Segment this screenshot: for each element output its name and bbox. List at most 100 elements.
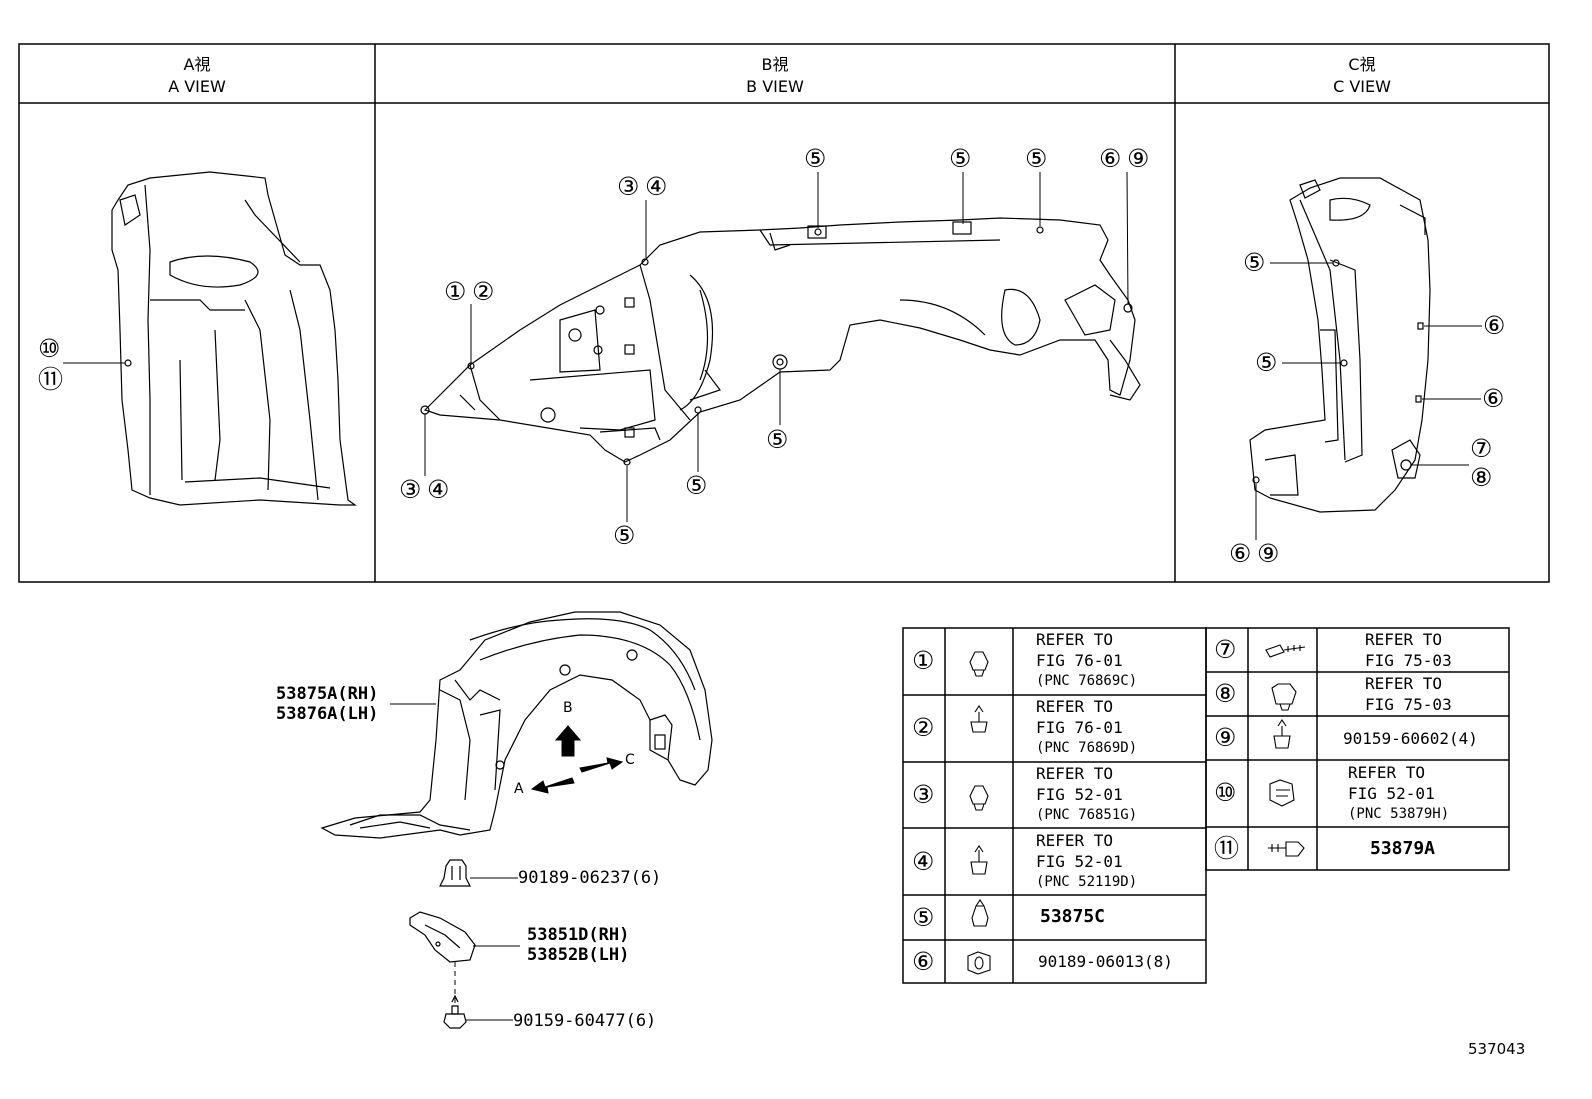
legend-desc-3-line-2: FIG 52-01 bbox=[1036, 785, 1123, 804]
clip-icon-5 bbox=[971, 899, 989, 927]
a-view-header: A視 A VIEW bbox=[19, 54, 375, 98]
callout-2: ② bbox=[472, 277, 495, 306]
callout-4: ④ bbox=[427, 475, 450, 504]
legend-desc-1-line-1: REFER TO bbox=[1036, 630, 1114, 649]
screw-part-number: 90159-60477(6) bbox=[513, 1011, 657, 1031]
legend-desc-3-line-3: (PNC 76851G) bbox=[1036, 807, 1138, 823]
legend-desc-10-line-1: REFER TO bbox=[1348, 763, 1426, 782]
callout-9: ⑨ bbox=[1257, 539, 1280, 568]
legend-num-6: ⑥ bbox=[912, 947, 935, 976]
arrow-b-label: B bbox=[563, 700, 573, 716]
bracket-drawing bbox=[409, 911, 476, 963]
callout-5: ⑤ bbox=[1243, 248, 1266, 277]
callout-5: ⑤ bbox=[1255, 348, 1278, 377]
legend-desc-4-line-1: REFER TO bbox=[1036, 831, 1114, 850]
callout-5: ⑤ bbox=[1025, 144, 1048, 173]
legend-desc-2-line-2: FIG 76-01 bbox=[1036, 718, 1123, 737]
callout-7: ⑦ bbox=[1470, 434, 1493, 463]
c-view-liner-drawing bbox=[1249, 177, 1431, 513]
legend-desc-8-line-2: FIG 75-03 bbox=[1365, 695, 1452, 714]
legend-desc-10-line-3: (PNC 53879H) bbox=[1348, 806, 1450, 822]
legend-desc-4-line-3: (PNC 52119D) bbox=[1036, 874, 1138, 890]
legend-num-10: ⑩ bbox=[1214, 778, 1237, 807]
liner-rh-label: 53875A(RH) bbox=[276, 684, 379, 704]
callout-5: ⑤ bbox=[804, 144, 827, 173]
nut-icon-8 bbox=[1271, 683, 1297, 711]
legend-desc-4-line-2: FIG 52-01 bbox=[1036, 852, 1123, 871]
legend-num-8: ⑧ bbox=[1214, 679, 1237, 708]
fender-liner-assembly-drawing bbox=[320, 611, 713, 839]
arrow-a-label: A bbox=[514, 781, 524, 797]
legend-desc-3-line-1: REFER TO bbox=[1036, 764, 1114, 783]
legend-desc-1-line-2: FIG 76-01 bbox=[1036, 651, 1123, 670]
b-view-leaders bbox=[424, 171, 1129, 522]
bracket-part-number: 53851D(RH) 53852B(LH) bbox=[527, 925, 629, 965]
a-view-label-jp: A視 bbox=[183, 55, 211, 74]
clip-drawing bbox=[439, 859, 471, 887]
diagram-code: 537043 bbox=[1468, 1040, 1526, 1058]
callout-5: ⑤ bbox=[613, 521, 636, 550]
view-direction-arrows bbox=[530, 725, 624, 794]
callout-6: ⑥ bbox=[1483, 311, 1506, 340]
callout-3: ③ bbox=[399, 475, 422, 504]
clip-icon-1 bbox=[969, 651, 989, 677]
clip-part-number: 90189-06237(6) bbox=[518, 868, 662, 888]
legend-num-9: ⑨ bbox=[1214, 723, 1237, 752]
b-view-label-en: B VIEW bbox=[746, 77, 804, 96]
legend-num-3: ③ bbox=[912, 780, 935, 809]
legend-num-2: ② bbox=[912, 713, 935, 742]
view-frame bbox=[18, 43, 1550, 583]
legend-desc-10-line-2: FIG 52-01 bbox=[1348, 784, 1435, 803]
b-view-label-jp: B視 bbox=[761, 55, 789, 74]
c-view-header: C視 C VIEW bbox=[1175, 54, 1549, 98]
callout-4: ④ bbox=[645, 172, 668, 201]
callout-1: ① bbox=[444, 277, 467, 306]
legend-num-5: ⑤ bbox=[912, 903, 935, 932]
legend-desc-7-line-1: REFER TO bbox=[1365, 630, 1443, 649]
legend-desc-2-line-3: (PNC 76869D) bbox=[1036, 740, 1138, 756]
screw-icon-9 bbox=[1273, 719, 1291, 749]
liner-lh-label: 53876A(LH) bbox=[276, 704, 379, 724]
legend-num-1: ① bbox=[912, 646, 935, 675]
callout-8: ⑧ bbox=[1470, 463, 1493, 492]
callout-6: ⑥ bbox=[1099, 144, 1122, 173]
screw-icon-7 bbox=[1265, 644, 1306, 658]
arrow-c-label: C bbox=[625, 752, 635, 768]
legend-desc-2-line-1: REFER TO bbox=[1036, 697, 1114, 716]
legend-desc-7: REFER TO FIG 75-03 bbox=[1365, 629, 1452, 671]
legend-desc-4: REFER TO FIG 52-01 (PNC 52119D) bbox=[1036, 830, 1137, 893]
screw-icon-2 bbox=[970, 705, 988, 733]
c-view-label-en: C VIEW bbox=[1333, 77, 1391, 96]
liner-part-number: 53875A(RH) 53876A(LH) bbox=[276, 684, 378, 724]
legend-desc-2: REFER TO FIG 76-01 (PNC 76869D) bbox=[1036, 696, 1137, 759]
legend-desc-11: 53879A bbox=[1370, 838, 1436, 859]
legend-desc-8: REFER TO FIG 75-03 bbox=[1365, 673, 1452, 715]
legend-num-11: ⑪ bbox=[1214, 834, 1240, 863]
a-view-label-en: A VIEW bbox=[168, 77, 226, 96]
screw-icon-4 bbox=[970, 845, 988, 875]
c-view-label-jp: C視 bbox=[1348, 55, 1376, 74]
legend-desc-1: REFER TO FIG 76-01 (PNC 76869C) bbox=[1036, 629, 1137, 692]
legend-desc-7-line-2: FIG 75-03 bbox=[1365, 651, 1452, 670]
callout-3: ③ bbox=[617, 172, 640, 201]
a-view-liner-drawing bbox=[111, 171, 357, 506]
callout-5: ⑤ bbox=[949, 144, 972, 173]
callout-6: ⑥ bbox=[1482, 384, 1505, 413]
callout-9: ⑨ bbox=[1127, 144, 1150, 173]
legend-desc-10: REFER TO FIG 52-01 (PNC 53879H) bbox=[1348, 762, 1449, 825]
legend-desc-5: 53875C bbox=[1040, 906, 1106, 927]
callout-10: ⑩ bbox=[38, 334, 61, 363]
legend-num-7: ⑦ bbox=[1214, 635, 1237, 664]
legend-part-icons bbox=[967, 644, 1306, 975]
clip-icon-3 bbox=[969, 785, 989, 811]
bracket-lh-label: 53852B(LH) bbox=[527, 945, 630, 965]
legend-table-right bbox=[1205, 627, 1510, 871]
screw-drawing bbox=[443, 994, 467, 1029]
legend-desc-6: 90189-06013(8) bbox=[1038, 952, 1173, 971]
clip-icon-10 bbox=[1269, 779, 1295, 807]
callout-5: ⑤ bbox=[685, 471, 708, 500]
legend-desc-3: REFER TO FIG 52-01 (PNC 76851G) bbox=[1036, 763, 1137, 826]
legend-desc-8-line-1: REFER TO bbox=[1365, 674, 1443, 693]
legend-desc-1-line-3: (PNC 76869C) bbox=[1036, 673, 1138, 689]
